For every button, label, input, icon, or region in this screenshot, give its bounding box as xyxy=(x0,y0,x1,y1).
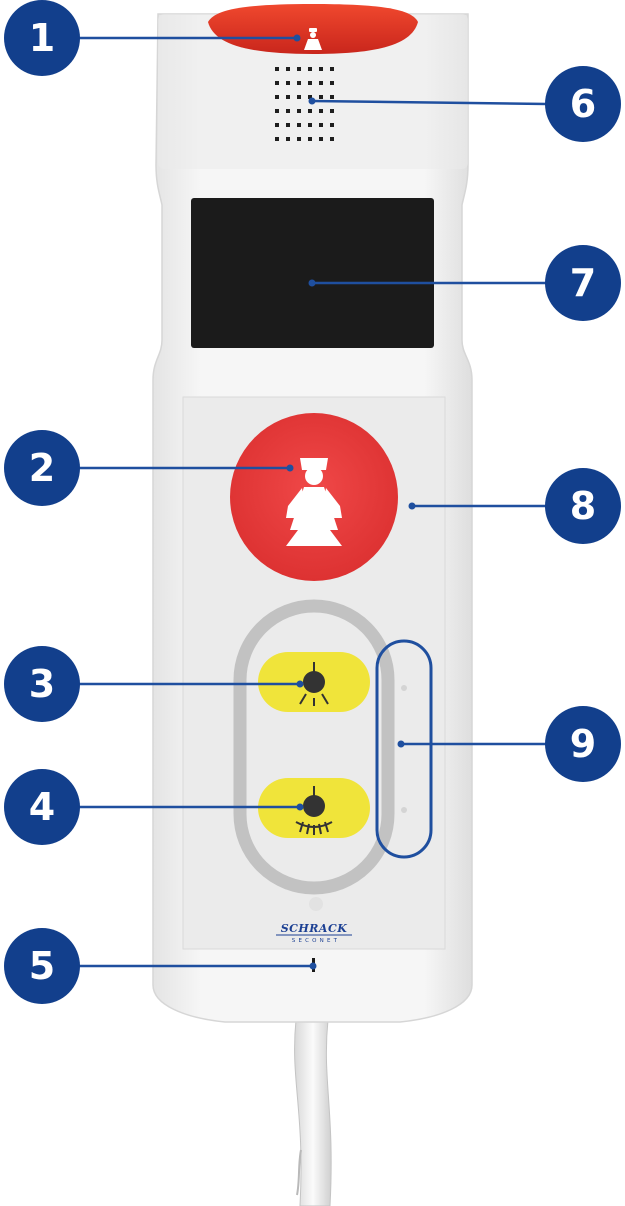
callout-target-dot xyxy=(398,741,405,748)
grille-hole xyxy=(297,95,301,99)
callout-target-dot xyxy=(297,804,304,811)
grille-hole xyxy=(297,123,301,127)
grille-hole xyxy=(297,67,301,71)
cable xyxy=(295,1020,332,1206)
svg-text:SECONET: SECONET xyxy=(292,938,341,944)
grille-hole xyxy=(330,109,334,113)
grille-hole xyxy=(286,137,290,141)
grille-hole xyxy=(286,109,290,113)
callout-number: 2 xyxy=(29,446,55,490)
grille-hole xyxy=(308,137,312,141)
nurse-call-indicator-light xyxy=(208,4,418,54)
grille-hole xyxy=(319,67,323,71)
grille-hole xyxy=(330,81,334,85)
grille-hole xyxy=(308,109,312,113)
callout-target-dot xyxy=(294,35,301,42)
callout-target-dot xyxy=(309,98,316,105)
grille-hole xyxy=(330,137,334,141)
callout-number: 7 xyxy=(570,261,596,305)
reading-light-button[interactable] xyxy=(258,652,370,712)
grille-hole xyxy=(308,67,312,71)
callout-number: 8 xyxy=(570,484,596,528)
grille-hole xyxy=(275,137,279,141)
panel-sensor xyxy=(309,897,323,911)
callout-target-dot xyxy=(309,280,316,287)
callout-number: 5 xyxy=(29,944,55,988)
grille-hole xyxy=(275,123,279,127)
grille-hole xyxy=(286,123,290,127)
grille-hole xyxy=(286,81,290,85)
callout-number: 6 xyxy=(570,82,596,126)
callout-target-dot xyxy=(409,503,416,510)
grille-hole xyxy=(286,95,290,99)
callout-number: 9 xyxy=(570,722,596,766)
callout-number: 4 xyxy=(29,785,55,829)
callout-target-dot xyxy=(287,465,294,472)
nurse-call-button[interactable] xyxy=(230,413,398,581)
grille-hole xyxy=(275,67,279,71)
callout-number: 1 xyxy=(29,16,55,60)
grille-hole xyxy=(319,81,323,85)
grille-hole xyxy=(275,109,279,113)
grille-hole xyxy=(275,81,279,85)
grille-hole xyxy=(308,123,312,127)
svg-text:SCHRACK: SCHRACK xyxy=(281,922,348,935)
grille-hole xyxy=(330,67,334,71)
grille-hole xyxy=(330,123,334,127)
grille-hole xyxy=(319,109,323,113)
grille-hole xyxy=(275,95,279,99)
grille-hole xyxy=(319,95,323,99)
grille-hole xyxy=(286,67,290,71)
grille-hole xyxy=(330,95,334,99)
grille-hole xyxy=(297,137,301,141)
display-screen xyxy=(191,198,434,348)
grille-hole xyxy=(319,123,323,127)
callout-target-dot xyxy=(297,681,304,688)
grille-hole xyxy=(297,109,301,113)
callout-number: 3 xyxy=(29,662,55,706)
callout-target-dot xyxy=(310,963,317,970)
grille-hole xyxy=(308,81,312,85)
grille-hole xyxy=(297,81,301,85)
grille-hole xyxy=(319,137,323,141)
